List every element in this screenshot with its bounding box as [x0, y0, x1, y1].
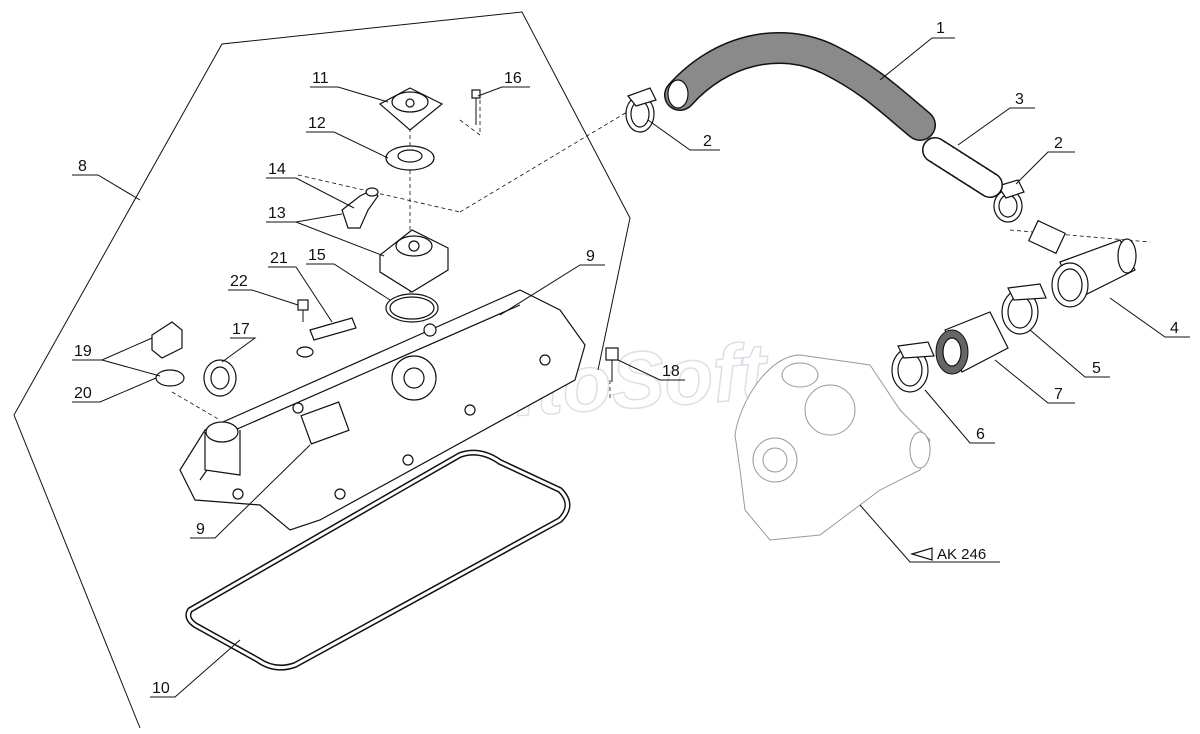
hose-clamp-5 [1001, 283, 1047, 335]
elbow-14 [341, 187, 379, 229]
callout-8: 8 [78, 158, 87, 175]
bolt-18 [605, 347, 619, 382]
pin-21 [296, 317, 357, 358]
bolt-22 [297, 299, 309, 322]
valve-12 [385, 145, 435, 171]
callout-16: 16 [504, 70, 522, 87]
hose-clamp-right [993, 179, 1025, 223]
hose-clamp-left [625, 87, 657, 133]
callout-5: 5 [1092, 360, 1101, 377]
callout-9-bottom: 9 [196, 521, 205, 538]
callout-7: 7 [1054, 386, 1063, 403]
callout-2-right: 2 [1054, 135, 1063, 152]
corrugated-hose [922, 137, 1003, 198]
oring-15 [385, 293, 439, 323]
leader-lines [72, 37, 1190, 698]
reference-label: AK 246 [937, 546, 986, 563]
oring-20 [155, 369, 185, 387]
callout-4: 4 [1170, 320, 1179, 337]
callout-22: 22 [230, 273, 248, 290]
cover-gasket [185, 449, 571, 671]
reference-label-group: AK 246 [909, 546, 986, 563]
callout-18: 18 [662, 363, 680, 380]
pipe-fitting [1027, 219, 1137, 308]
hose-clamp-6 [891, 341, 935, 393]
callout-20: 20 [74, 385, 92, 402]
separator-13 [379, 229, 449, 293]
callout-3: 3 [1015, 91, 1024, 108]
callout-15: 15 [308, 247, 326, 264]
callout-1: 1 [936, 20, 945, 37]
filler-cap-19 [151, 321, 183, 359]
callout-2-left: 2 [703, 133, 712, 150]
screw-16 [471, 89, 481, 125]
callout-6: 6 [976, 426, 985, 443]
valve-cover [179, 289, 586, 531]
callout-9-top: 9 [586, 248, 595, 265]
callout-13: 13 [268, 205, 286, 222]
breather-hose [664, 32, 936, 141]
assembly-boundary [13, 11, 631, 729]
reference-arrow-icon [909, 547, 933, 561]
rubber-sleeve [935, 311, 1009, 375]
cap-11 [378, 87, 444, 131]
seal-17 [203, 359, 237, 397]
turbocharger-reference [734, 354, 931, 541]
callout-11: 11 [312, 70, 329, 87]
callout-19: 19 [74, 343, 92, 360]
callout-14: 14 [268, 161, 286, 178]
callout-21: 21 [270, 250, 288, 267]
callout-10: 10 [152, 680, 170, 697]
callout-12: 12 [308, 115, 326, 132]
callout-labels: 1 2 2 3 4 5 6 7 8 9 9 10 11 12 13 14 15 … [74, 20, 1179, 697]
callout-17: 17 [232, 321, 250, 338]
